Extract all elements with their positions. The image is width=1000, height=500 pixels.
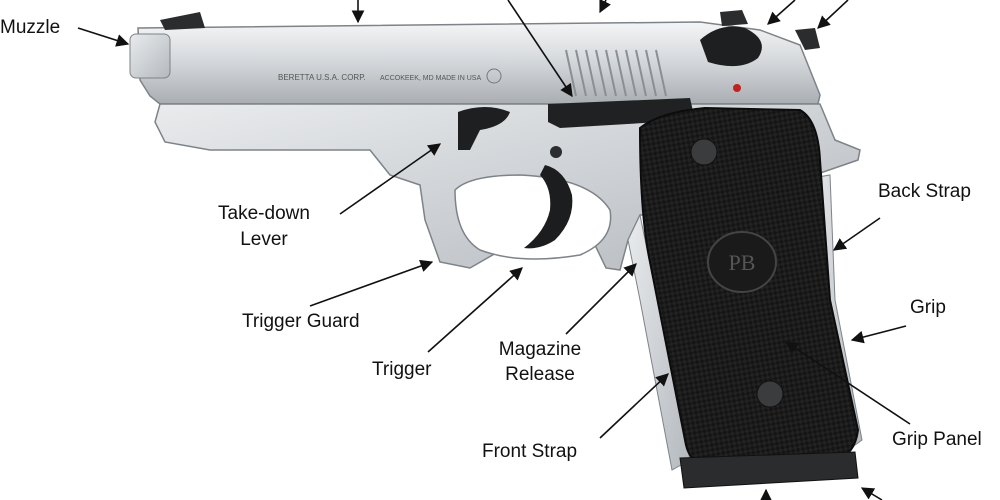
slide-emblem bbox=[486, 68, 502, 84]
label-front-strap: Front Strap bbox=[482, 441, 578, 462]
slide-engraving: BERETTA U.S.A. CORP. bbox=[278, 73, 366, 82]
arrow-muzzle bbox=[77, 27, 130, 47]
grip-screw-bottom bbox=[756, 380, 784, 408]
label-trigger: Trigger bbox=[372, 359, 432, 380]
magazine-base bbox=[679, 451, 859, 489]
rear-sight bbox=[720, 10, 748, 26]
arrow-trigger-guard bbox=[309, 259, 434, 307]
safety-lever bbox=[700, 26, 762, 67]
label-take-down-lever-line2: Lever bbox=[240, 229, 288, 250]
label-grip-panel: Grip Panel bbox=[892, 429, 982, 450]
label-trigger-guard: Trigger Guard bbox=[242, 311, 360, 332]
grip-logo-text: PB bbox=[729, 250, 756, 275]
slide-serrations bbox=[565, 49, 667, 97]
arrow-magazine-release bbox=[565, 263, 637, 335]
arrow-take-down-lever bbox=[339, 143, 442, 215]
arrow-front-strap bbox=[599, 373, 669, 439]
arrow-top-4 bbox=[767, 0, 796, 25]
label-take-down-lever-line1: Take-down bbox=[218, 203, 310, 224]
hammer bbox=[795, 28, 820, 50]
trigger-part bbox=[524, 165, 573, 249]
grip-logo-medallion bbox=[707, 231, 777, 293]
label-back-strap: Back Strap bbox=[878, 181, 971, 202]
label-magazine-release-line2: Release bbox=[505, 364, 575, 385]
label-muzzle: Muzzle bbox=[0, 17, 61, 38]
arrow-grip-panel bbox=[784, 341, 911, 425]
label-grip: Grip bbox=[910, 297, 946, 318]
arrow-trigger bbox=[427, 267, 523, 353]
trigger-pin bbox=[550, 146, 562, 158]
slide: BERETTA U.S.A. CORP. ACCOKEEK, MD MADE I… bbox=[129, 10, 821, 105]
take-down-lever-part bbox=[458, 107, 510, 150]
arrow-back-strap bbox=[832, 217, 881, 251]
grip-screw-top bbox=[690, 138, 718, 166]
label-magazine-release-line1: Magazine bbox=[498, 339, 582, 360]
arrow-bottom-2 bbox=[860, 487, 883, 500]
arrow-top-5 bbox=[817, 0, 849, 29]
arrow-top-3 bbox=[599, 0, 611, 14]
muzzle-crown bbox=[129, 33, 171, 79]
safety-dot bbox=[733, 84, 741, 92]
leader-arrows bbox=[77, 0, 911, 500]
front-sight bbox=[160, 12, 205, 30]
arrow-top-2 bbox=[507, 0, 573, 98]
arrow-grip bbox=[850, 325, 907, 344]
slide-engraving-2: ACCOKEEK, MD MADE IN USA bbox=[380, 75, 481, 82]
